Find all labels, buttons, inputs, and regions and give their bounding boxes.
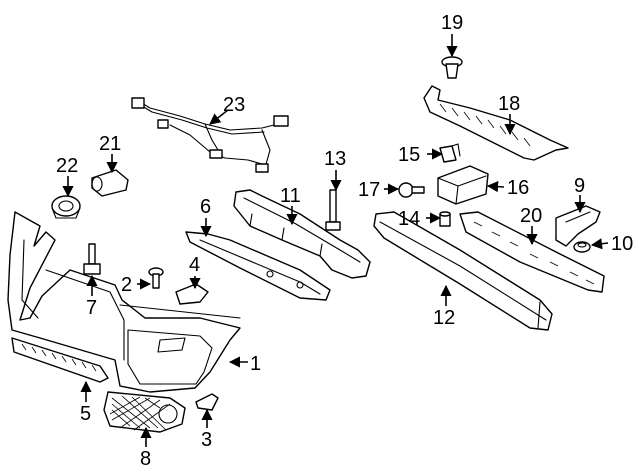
callout-labels: 1 2 3 4 5 6 7 8 9 10 11 12 13 14 15 16 1… (56, 12, 633, 470)
callout-18: 18 (498, 93, 520, 115)
leader-lines (62, 34, 609, 447)
bolt-13-part (325, 189, 341, 231)
callout-20: 20 (520, 205, 542, 227)
callout-3: 3 (201, 429, 212, 451)
callout-12: 12 (433, 307, 455, 329)
energy-absorber-part (233, 189, 371, 279)
sensor-ring-part (51, 195, 81, 219)
callout-6: 6 (200, 196, 211, 218)
callout-9: 9 (574, 175, 585, 197)
callout-7: 7 (86, 297, 97, 319)
callout-14: 14 (398, 208, 420, 230)
clip-15-part (439, 143, 461, 163)
park-sensor-part (91, 169, 129, 197)
callout-5: 5 (80, 403, 91, 425)
callout-21: 21 (99, 133, 121, 155)
callout-2: 2 (121, 274, 132, 296)
deflector-part (459, 211, 605, 293)
tow-cap-part (175, 283, 209, 305)
callout-4: 4 (189, 254, 200, 276)
wire-harness-part (131, 97, 289, 173)
callout-17: 17 (358, 179, 380, 201)
bumper-bracket-part (185, 231, 331, 301)
callout-8: 8 (140, 448, 151, 470)
callout-13: 13 (324, 148, 346, 170)
callout-19: 19 (441, 12, 463, 34)
callout-10: 10 (611, 233, 633, 255)
callout-15: 15 (398, 144, 420, 166)
nut-10-part (573, 241, 591, 253)
bolt-7-part (83, 243, 101, 275)
bolt-17-part (398, 182, 425, 198)
nut-14-part (439, 211, 451, 227)
clip-19-part (441, 56, 463, 79)
impact-bar-part (373, 211, 553, 331)
callout-22: 22 (56, 155, 78, 177)
mount-block-part (437, 165, 489, 205)
bolt-2-part (148, 267, 164, 289)
bumper-cover-part (7, 211, 241, 393)
small-bracket-part (195, 393, 219, 411)
upper-shield-part (423, 85, 569, 161)
callout-16: 16 (507, 177, 529, 199)
side-bracket-part (555, 205, 601, 247)
lower-grille-part (11, 337, 109, 383)
callout-1: 1 (250, 353, 261, 375)
callout-11: 11 (280, 185, 301, 207)
callout-23: 23 (223, 94, 245, 116)
fog-grille-part (103, 391, 186, 433)
